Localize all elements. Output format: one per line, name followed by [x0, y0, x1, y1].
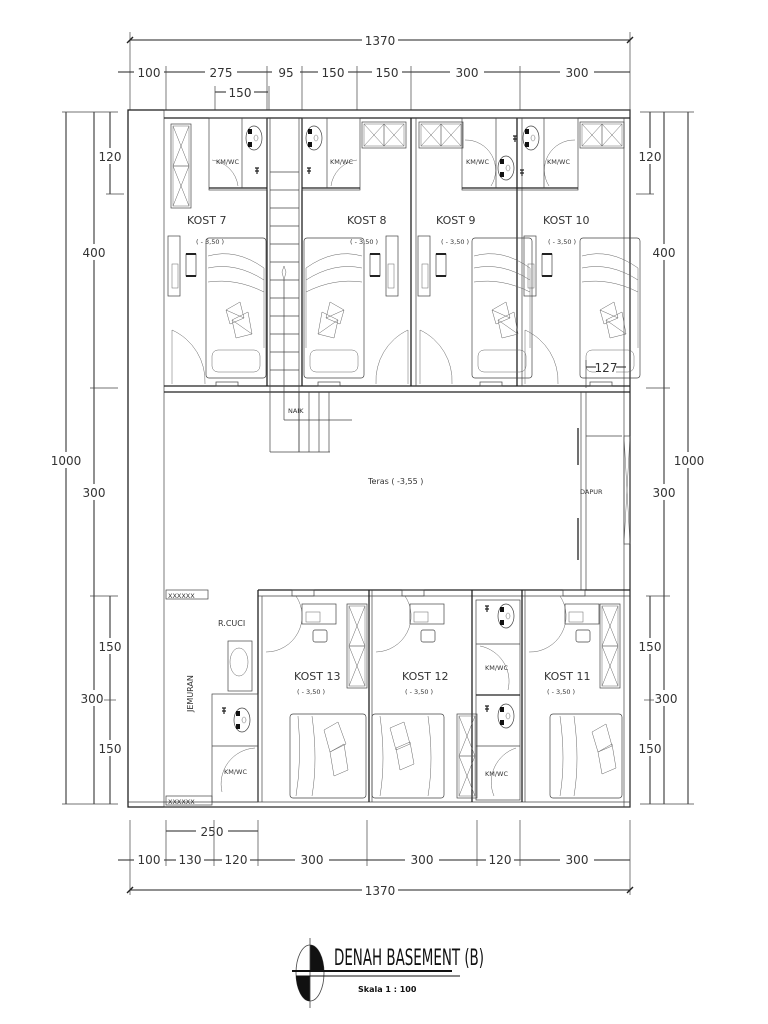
- wardrobe-kost13: [346, 603, 368, 689]
- dim-top-150a: 150: [322, 66, 345, 80]
- kost7-label: KOST 7: [187, 214, 226, 227]
- dim-bottom-250: 250: [201, 825, 224, 839]
- bed-kost7: [205, 237, 267, 379]
- dim-right-300a: 300: [653, 486, 676, 500]
- kost7-level: ( - 3,50 ): [196, 238, 224, 246]
- dim-left-120: 120: [99, 150, 122, 164]
- kost11-label: KOST 11: [544, 670, 590, 683]
- bathroom-kost8: KM/WC: [301, 117, 361, 191]
- title-block: DENAH BASEMENT (B) Skala 1 : 100: [292, 938, 484, 1008]
- dim-right-400: 400: [653, 246, 676, 260]
- wardrobe-kost12: [456, 713, 478, 799]
- wardrobe-kost7: [170, 123, 192, 209]
- dim-right-120: 120: [639, 150, 662, 164]
- bathroom-kost7: KM/WC: [208, 117, 268, 191]
- kost10-label: KOST 10: [543, 214, 589, 227]
- kmwc-label-13: KM/WC: [224, 768, 247, 776]
- bottom-row-rooms: XXXXXX XXXXXX R.CUCI JEMURAN KM/WC KM: [165, 589, 630, 806]
- kmwc-label-11: KM/WC: [485, 770, 508, 778]
- dim-bottom-100: 100: [138, 853, 161, 867]
- drawing-scale: Skala 1 : 100: [358, 985, 417, 994]
- dim-bottom-300b: 300: [411, 853, 434, 867]
- dim-top-total: 1370: [365, 34, 396, 48]
- kmwc-label-7: KM/WC: [216, 158, 239, 166]
- bottom-dimensions: 250 100 130 120 300 300 120 300 1370: [118, 820, 634, 898]
- dim-top-150b: 150: [376, 66, 399, 80]
- dim-left-1000: 1000: [51, 454, 82, 468]
- dim-bottom-300a: 300: [301, 853, 324, 867]
- kost11-level: ( - 3,50 ): [547, 688, 575, 696]
- dim-top-300a: 300: [456, 66, 479, 80]
- dim-bottom-300c: 300: [566, 853, 589, 867]
- wardrobe-kost9: [418, 121, 464, 149]
- teras-area: Teras ( -3,55 ) DAPUR: [367, 392, 631, 590]
- kost10-level: ( - 3,50 ): [548, 238, 576, 246]
- kost8-level: ( - 3,50 ): [350, 238, 378, 246]
- kmwc-label-12: KM/WC: [485, 664, 508, 672]
- kost12-label: KOST 12: [402, 670, 448, 683]
- kmwc-label-9: KM/WC: [466, 158, 489, 166]
- kost9-level: ( - 3,50 ): [441, 238, 469, 246]
- dim-left-150b: 150: [99, 742, 122, 756]
- bathroom-kost9-10: KM/WC KM/WC: [461, 117, 579, 191]
- kost13-level: ( - 3,50 ): [297, 688, 325, 696]
- top-dimensions: 1370 100 275 95 150 150 300 300 150: [118, 32, 634, 110]
- dim-left-400: 400: [83, 246, 106, 260]
- dim-top-100: 100: [138, 66, 161, 80]
- kmwc-label-8: KM/WC: [330, 158, 353, 166]
- dim-bottom-120a: 120: [225, 853, 248, 867]
- dim-top-sub-150: 150: [229, 86, 252, 100]
- dim-left-300a: 300: [83, 486, 106, 500]
- top-row-rooms: NAIK KM/WC KM/WC: [164, 117, 641, 453]
- wardrobe-kost11: [599, 603, 621, 689]
- naik-label: NAIK: [288, 407, 304, 415]
- dim-top-275: 275: [210, 66, 233, 80]
- dim-left-150a: 150: [99, 640, 122, 654]
- svg-text:XXXXXX: XXXXXX: [168, 592, 195, 600]
- svg-text:XXXXXX: XXXXXX: [168, 798, 195, 806]
- kost8-label: KOST 8: [347, 214, 386, 227]
- bed-dimension: 127: [585, 360, 626, 388]
- wardrobe-kost8: [361, 121, 407, 149]
- dim-bottom-total: 1370: [365, 884, 396, 898]
- kmwc-label-10: KM/WC: [547, 158, 570, 166]
- dim-bottom-130: 130: [179, 853, 202, 867]
- bed-kost8: [303, 237, 365, 379]
- kost13-label: KOST 13: [294, 670, 340, 683]
- left-dimensions: 1000 400 300 300 120 150 150: [50, 111, 124, 805]
- jemuran-label: JEMURAN: [186, 675, 195, 713]
- dim-top-95: 95: [278, 66, 293, 80]
- right-dimensions: 1000 400 300 300 120 150 150: [636, 111, 706, 805]
- kost12-level: ( - 3,50 ): [405, 688, 433, 696]
- staircase: NAIK: [269, 118, 352, 453]
- rcuci-label: R.CUCI: [218, 619, 245, 628]
- teras-label: Teras ( -3,55 ): [367, 477, 423, 486]
- bed-kost9: [471, 237, 533, 379]
- dim-bed-127: 127: [595, 361, 618, 375]
- dim-right-300b: 300: [655, 692, 678, 706]
- dapur-label: DAPUR: [580, 488, 603, 496]
- wardrobe-kost10: [579, 121, 625, 149]
- drawing-title: DENAH BASEMENT (B): [334, 946, 484, 971]
- dim-top-300b: 300: [566, 66, 589, 80]
- bed-kost10: [579, 237, 641, 379]
- kost9-label: KOST 9: [436, 214, 475, 227]
- dim-bottom-120b: 120: [489, 853, 512, 867]
- dim-right-1000: 1000: [674, 454, 705, 468]
- dim-right-150a: 150: [639, 640, 662, 654]
- dim-right-150b: 150: [639, 742, 662, 756]
- dim-left-300b: 300: [81, 692, 104, 706]
